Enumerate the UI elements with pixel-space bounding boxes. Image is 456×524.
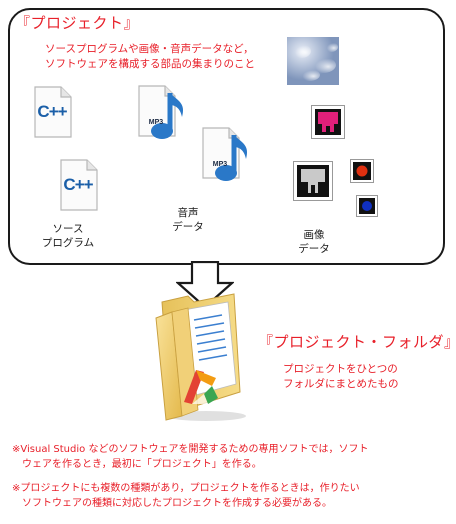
project-description-line-1: ソースプログラムや画像・音声データなど， bbox=[45, 43, 254, 55]
folder-icon bbox=[148, 292, 252, 422]
note-2-line-1: ※プロジェクトにも複数の種類があり，プロジェクトを作るときは，作りたい bbox=[12, 483, 360, 494]
folder-description-line-1: プロジェクトをひとつの bbox=[283, 363, 398, 375]
audio-data-label: 音声 データ bbox=[163, 206, 213, 234]
note-1-line-1: ※Visual Studio などのソフトウェアを開発するための専用ソフトでは，… bbox=[12, 444, 369, 455]
down-arrow-icon bbox=[175, 260, 235, 309]
cpp-label: C++ bbox=[37, 102, 67, 121]
folder-description-line-2: フォルダにまとめたもの bbox=[283, 378, 399, 390]
mp3-file-icon: MP3 bbox=[197, 126, 248, 182]
music-note-icon bbox=[151, 93, 184, 139]
source-program-label: ソース プログラム bbox=[38, 222, 98, 250]
pixel-image-icon bbox=[350, 159, 374, 183]
cpp-file-icon: C++ bbox=[55, 158, 101, 214]
note-2-line-2: ソフトウェアの種類に対応したプロジェクトを作成する必要がある。 bbox=[12, 498, 332, 509]
folder-title: 『プロジェクト・フォルダ』 bbox=[258, 333, 456, 351]
mp3-file-icon: MP3 bbox=[133, 84, 184, 140]
note-1-line-2: ウェアを作るとき，最初に「プロジェクト」を作る。 bbox=[12, 459, 262, 470]
mp3-label: MP3 bbox=[212, 161, 228, 168]
source-label-line-2: プログラム bbox=[41, 237, 95, 249]
image-data-label: 画像 データ bbox=[293, 228, 335, 256]
image-label-line-2: データ bbox=[298, 243, 330, 255]
project-title: 『プロジェクト』 bbox=[15, 14, 140, 32]
project-description-line-2: ソフトウェアを構成する部品の集まりのこと bbox=[45, 58, 255, 70]
audio-label-line-2: データ bbox=[172, 221, 204, 233]
music-note-icon bbox=[215, 135, 248, 181]
pixel-image-icon bbox=[293, 161, 333, 201]
pixel-image-icon bbox=[356, 195, 378, 217]
image-label-line-1: 画像 bbox=[303, 229, 325, 241]
mp3-label: MP3 bbox=[148, 119, 164, 126]
source-label-line-1: ソース bbox=[52, 223, 84, 235]
cpp-file-icon: C++ bbox=[29, 85, 75, 141]
cpp-label: C++ bbox=[63, 175, 93, 194]
cloud-image-icon bbox=[287, 37, 339, 85]
pixel-image-icon bbox=[311, 105, 345, 139]
audio-label-line-1: 音声 bbox=[177, 207, 199, 219]
